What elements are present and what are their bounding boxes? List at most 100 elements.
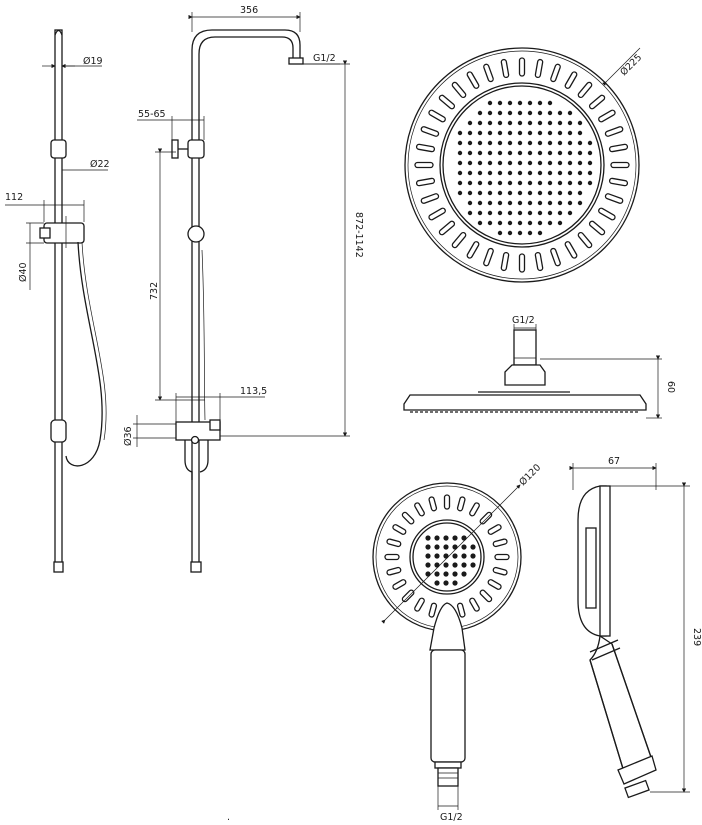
spray-slot (588, 94, 606, 110)
spray-nozzle (497, 140, 503, 146)
spray-nozzle (547, 120, 553, 126)
spray-nozzle (577, 160, 583, 166)
spray-nozzle (537, 190, 543, 196)
spray-nozzle (587, 170, 593, 176)
spray-slot (414, 597, 425, 612)
spray-nozzle (517, 130, 523, 136)
spray-nozzle (467, 160, 473, 166)
spray-nozzle (527, 170, 533, 176)
spray-nozzle (517, 210, 523, 216)
spray-nozzle (461, 571, 467, 577)
spray-slot (518, 253, 526, 273)
spray-nozzle (537, 170, 543, 176)
spray-nozzle (487, 160, 493, 166)
spray-nozzle (487, 170, 493, 176)
spray-nozzle (547, 110, 553, 116)
spray-nozzle (497, 180, 503, 186)
spray-nozzle (567, 150, 573, 156)
hand-shower-front-view: Ø120 G1/2 (372, 462, 543, 823)
spray-nozzle (527, 140, 533, 146)
spray-nozzle (537, 210, 543, 216)
spray-nozzle (527, 120, 533, 126)
spray-nozzle (425, 544, 431, 550)
spray-slot (483, 63, 494, 83)
spray-nozzle (477, 190, 483, 196)
holder-diameter-label: Ø40 (18, 262, 29, 282)
spray-slot (466, 241, 480, 259)
spray-nozzle (587, 150, 593, 156)
spray-nozzle (452, 544, 458, 550)
holder-width-label: 112 (5, 192, 23, 203)
spray-nozzle (517, 110, 523, 116)
spray-nozzle (477, 110, 483, 116)
spray-nozzle (547, 200, 553, 206)
spray-nozzle (467, 190, 473, 196)
spray-slot (479, 589, 493, 603)
spray-nozzle (507, 110, 513, 116)
spray-slot (401, 589, 415, 603)
top-arm-length-label: 356 (240, 5, 258, 16)
spray-nozzle (537, 180, 543, 186)
spray-slot (386, 566, 402, 576)
spray-nozzle (487, 220, 493, 226)
spray-slot (428, 109, 446, 123)
spray-nozzle (567, 110, 573, 116)
spray-nozzle (507, 100, 513, 106)
spray-nozzle (507, 180, 513, 186)
spray-slot (534, 251, 544, 272)
spray-nozzle (547, 160, 553, 166)
spray-nozzle (461, 562, 467, 568)
spray-nozzle (487, 180, 493, 186)
spray-nozzle (497, 200, 503, 206)
spray-nozzle (517, 170, 523, 176)
spray-nozzle (452, 562, 458, 568)
spray-nozzle (443, 562, 449, 568)
pipe-diameter-label: Ø19 (83, 56, 103, 67)
spray-nozzle (537, 150, 543, 156)
spray-slot (420, 193, 440, 204)
spray-nozzle (467, 120, 473, 126)
spray-nozzle (497, 170, 503, 176)
spray-nozzle (497, 120, 503, 126)
head-diameter-label: Ø225 (618, 52, 644, 78)
spray-nozzle (477, 170, 483, 176)
spray-nozzle (425, 553, 431, 559)
spray-slot (479, 511, 493, 525)
spray-nozzle (587, 140, 593, 146)
spray-slot (487, 524, 502, 535)
spray-nozzle (507, 150, 513, 156)
spray-nozzle (457, 170, 463, 176)
spray-nozzle (557, 200, 563, 206)
spray-slot (577, 231, 593, 249)
spray-slot (451, 231, 467, 249)
spray-slot (487, 579, 502, 590)
spray-nozzle (547, 180, 553, 186)
spray-nozzle (547, 140, 553, 146)
spray-nozzle (537, 220, 543, 226)
spray-nozzle (497, 190, 503, 196)
spray-slot (492, 538, 508, 548)
spray-nozzle (457, 150, 463, 156)
spray-slot (492, 566, 508, 576)
spray-nozzle (497, 110, 503, 116)
spray-nozzle (517, 140, 523, 146)
spray-nozzle (477, 210, 483, 216)
spray-nozzle (527, 160, 533, 166)
spray-nozzle (527, 210, 533, 216)
spray-nozzle (517, 220, 523, 226)
mixer-diameter-label: Ø36 (123, 426, 134, 446)
spray-nozzle (461, 544, 467, 550)
spray-nozzle (487, 190, 493, 196)
spray-nozzle (567, 160, 573, 166)
spray-slot (414, 502, 425, 517)
spray-nozzle (557, 220, 563, 226)
hand-thread-label: G1/2 (440, 812, 463, 823)
spray-slot (598, 109, 616, 123)
spray-nozzle (467, 150, 473, 156)
spray-nozzle (557, 160, 563, 166)
spray-nozzle (477, 130, 483, 136)
spray-nozzle (537, 130, 543, 136)
spray-nozzle (527, 150, 533, 156)
spray-nozzle (557, 130, 563, 136)
spray-nozzle (452, 535, 458, 541)
